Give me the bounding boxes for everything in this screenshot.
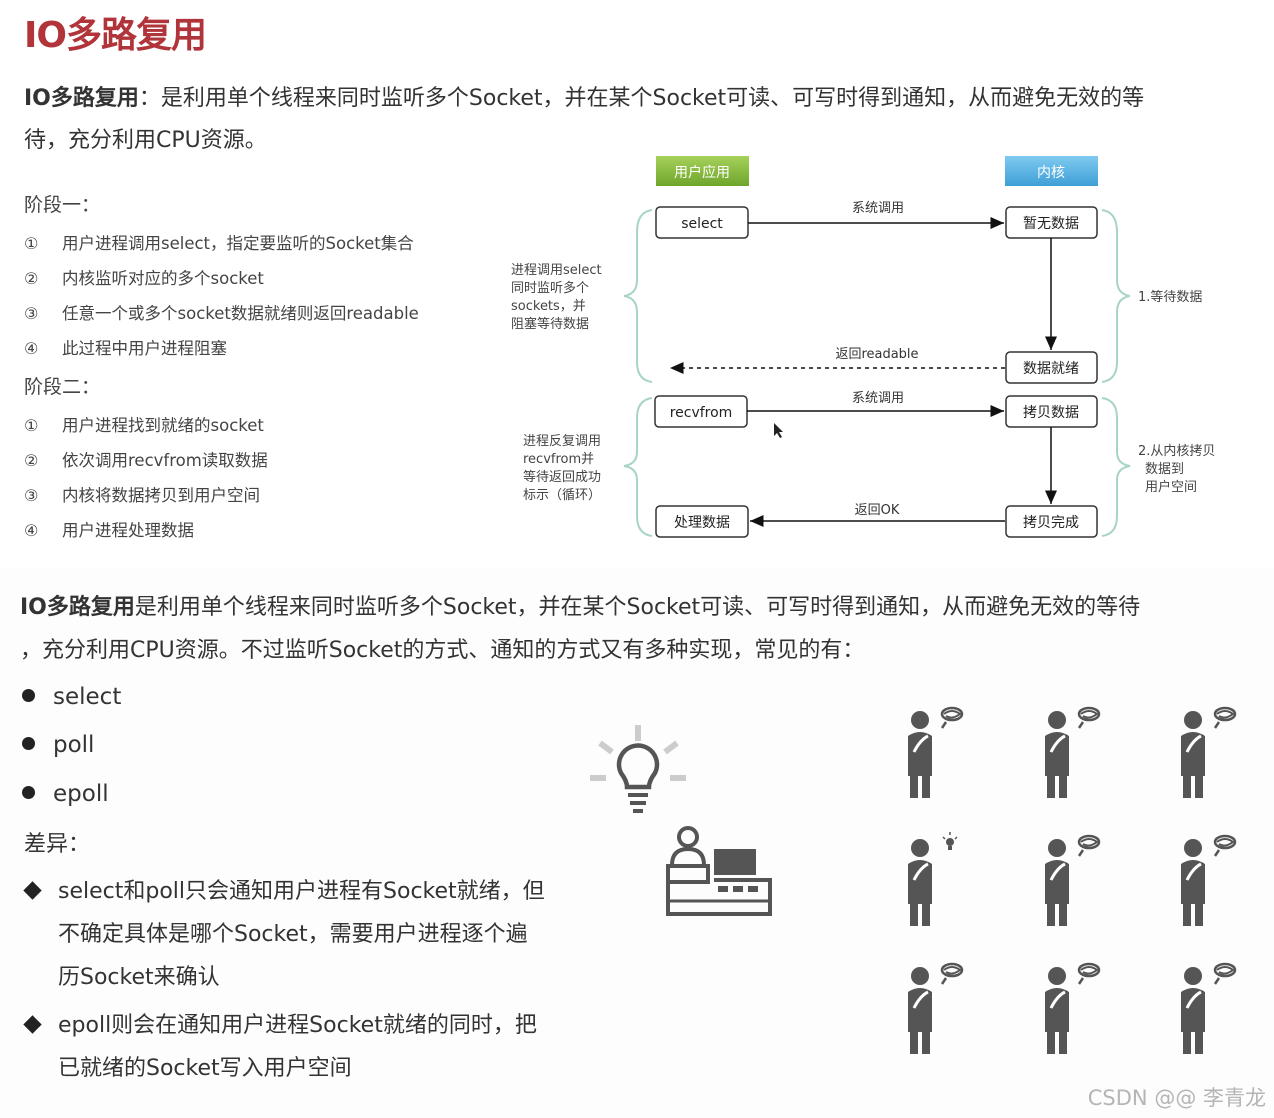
mouse-cursor-icon	[774, 423, 783, 438]
second-paragraph: IO多路复用是利用单个线程来同时监听多个Socket，并在某个Socket可读、…	[20, 586, 1260, 672]
lightbulb-icon	[590, 725, 686, 811]
server-desk-icon	[668, 828, 770, 914]
thought-scribble-icon	[942, 708, 962, 728]
left-note-1-line: 进程调用select	[511, 263, 602, 278]
left-note-1-line: sockets，并	[511, 299, 586, 314]
right-brace-2	[1102, 398, 1130, 536]
right-note-1: 1.等待数据	[1138, 289, 1202, 305]
thought-scribble-icon	[1079, 964, 1099, 984]
difference-item: select和poll只会通知用户进程有Socket就绪，但 不确定具体是哪个S…	[26, 870, 586, 999]
diamond-bullet-icon	[23, 881, 41, 899]
bullet-dot-icon	[22, 689, 35, 702]
copy-done-box-label: 拷贝完成	[1023, 515, 1079, 531]
syscall-label-1: 系统调用	[852, 201, 904, 216]
user-app-header: 用户应用	[656, 156, 749, 186]
thinking-person-icon	[908, 708, 962, 798]
impl-label: epoll	[53, 781, 109, 807]
data-ready-box: 数据就绪	[1006, 352, 1097, 383]
process-data-box: 处理数据	[656, 506, 748, 537]
impl-item: poll	[22, 732, 94, 758]
left-brace-1	[624, 210, 652, 382]
left-note-1: 进程调用select 同时监听多个 sockets，并 阻塞等待数据	[511, 263, 602, 332]
thinking-person-icon	[1045, 708, 1099, 798]
thought-scribble-icon	[1079, 836, 1099, 856]
no-data-box: 暂无数据	[1006, 207, 1097, 238]
diamond-bullet-icon	[23, 1015, 41, 1033]
kernel-header: 内核	[1005, 156, 1098, 186]
recvfrom-box-label: recvfrom	[670, 405, 733, 421]
syscall-label-2: 系统调用	[852, 391, 904, 406]
para2-text-1: 是利用单个线程来同时监听多个Socket，并在某个Socket可读、可写时得到通…	[135, 595, 1140, 620]
thought-scribble-icon	[1215, 836, 1235, 856]
difference-line: 不确定具体是哪个Socket，需要用户进程逐个遍	[58, 913, 586, 956]
left-note-2-line: 等待返回成功	[523, 469, 601, 485]
difference-line: 已就绪的Socket写入用户空间	[58, 1047, 586, 1090]
left-note-2: 进程反复调用 recvfrom并 等待返回成功 标示（循环）	[523, 434, 601, 503]
bullet-dot-icon	[22, 786, 35, 799]
return-ok-label: 返回OK	[855, 503, 900, 518]
thinking-person-icon	[908, 832, 957, 926]
thinking-person-icon	[1045, 964, 1099, 1054]
thinking-person-icon	[908, 964, 962, 1054]
watermark: CSDN @@ 李青龙	[1088, 1082, 1266, 1112]
left-brace-2	[624, 398, 652, 536]
return-readable-label: 返回readable	[835, 347, 918, 362]
para2-text-2: ，充分利用CPU资源。不过监听Socket的方式、通知的方式又有多种实现，常见的…	[20, 629, 1260, 672]
copy-data-box-label: 拷贝数据	[1023, 405, 1079, 421]
difference-line: select和poll只会通知用户进程有Socket就绪，但	[58, 870, 586, 913]
no-data-box-label: 暂无数据	[1023, 216, 1079, 232]
thinking-person-icon	[1181, 836, 1235, 926]
impl-item: epoll	[22, 781, 109, 807]
copy-done-box: 拷贝完成	[1006, 506, 1097, 537]
differences-heading: 差异：	[24, 826, 90, 858]
right-note-2: 2.从内核拷贝 数据到 用户空间	[1138, 443, 1215, 495]
small-lightbulb-icon	[943, 832, 957, 850]
left-note-2-line: recvfrom并	[523, 452, 594, 467]
impl-label: select	[53, 684, 121, 710]
difference-line: 历Socket来确认	[58, 956, 586, 999]
data-ready-box-label: 数据就绪	[1023, 361, 1079, 377]
thought-scribble-icon	[1215, 708, 1235, 728]
recvfrom-box: recvfrom	[655, 396, 747, 427]
left-note-1-line: 同时监听多个	[511, 280, 589, 296]
right-note-2-line: 数据到	[1145, 462, 1184, 477]
user-app-header-label: 用户应用	[674, 164, 730, 181]
impl-label: poll	[53, 732, 94, 758]
para2-term: IO多路复用	[20, 595, 135, 620]
impl-item: select	[22, 684, 121, 710]
kernel-header-label: 内核	[1037, 165, 1065, 181]
right-brace-1	[1102, 210, 1130, 382]
difference-item: epoll则会在通知用户进程Socket就绪的同时，把 已就绪的Socket写入…	[26, 1004, 586, 1090]
difference-line: epoll则会在通知用户进程Socket就绪的同时，把	[58, 1004, 586, 1047]
copy-data-box: 拷贝数据	[1006, 396, 1097, 427]
thinking-person-icon	[1181, 708, 1235, 798]
thinking-person-icon	[1045, 836, 1099, 926]
thinking-people-grid	[880, 700, 1260, 1070]
bullet-dot-icon	[22, 737, 35, 750]
left-note-2-line: 进程反复调用	[523, 434, 601, 449]
right-note-2-line: 2.从内核拷贝	[1138, 443, 1215, 459]
process-data-box-label: 处理数据	[674, 515, 730, 531]
right-note-2-line: 用户空间	[1145, 479, 1197, 495]
left-note-1-line: 阻塞等待数据	[511, 316, 589, 332]
select-box-label: select	[681, 216, 723, 232]
thought-scribble-icon	[1215, 964, 1235, 984]
thought-scribble-icon	[1079, 708, 1099, 728]
select-box: select	[656, 207, 748, 238]
thinking-person-icon	[1181, 964, 1235, 1054]
left-note-2-line: 标示（循环）	[523, 488, 601, 503]
io-multiplexing-diagram: 用户应用 内核 select 暂无数据 数据就绪 recvfrom 拷贝数据 处…	[0, 0, 1274, 560]
thought-scribble-icon	[942, 964, 962, 984]
